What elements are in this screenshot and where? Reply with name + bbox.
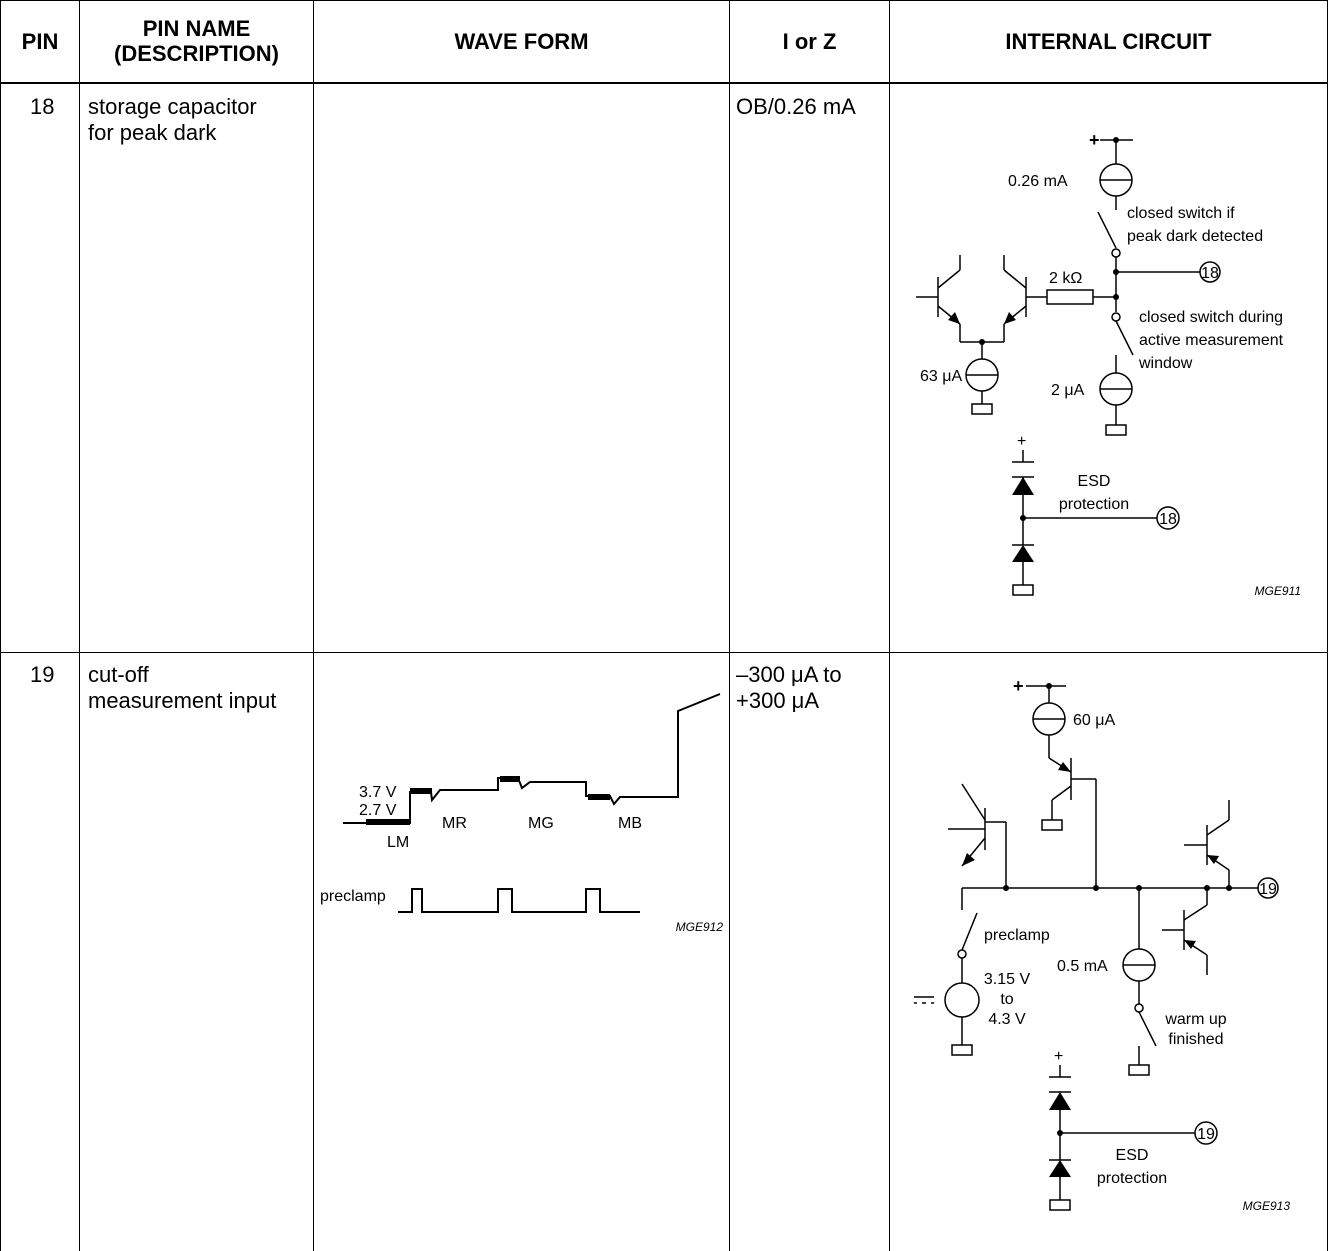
row18-name-line2: for peak dark: [88, 120, 217, 145]
c18-esd-line2: protection: [1059, 496, 1129, 513]
header-pin-name: PIN NAME (DESCRIPTION): [80, 0, 313, 82]
c18-supply: +: [1089, 130, 1100, 150]
c18-switch-bottom-line2: active measurement: [1139, 332, 1284, 349]
c18-esd-supply: +: [1017, 433, 1026, 450]
col-border-iz: [889, 0, 890, 1251]
row-divider: [0, 652, 1328, 653]
header-pin-name-line2: (DESCRIPTION): [114, 41, 279, 66]
c19-switch2-line1: warm up: [1164, 1011, 1226, 1028]
w19-level-high: 3.7 V: [359, 784, 397, 801]
c19-source-top: 60 μA: [1073, 712, 1115, 729]
circuit-pin18: + 0.26 mA closed switch if peak dark det…: [916, 130, 1301, 598]
c18-pin-ref: 18: [1201, 265, 1219, 282]
header-internal-circuit: INTERNAL CIRCUIT: [1005, 28, 1212, 54]
col-border-name: [313, 0, 314, 1251]
c18-switch-top-line2: peak dark detected: [1127, 228, 1263, 245]
c19-figure-code: MGE913: [1243, 1199, 1291, 1213]
c18-tail-source: 63 μA: [920, 368, 962, 385]
c19-voltage-line2: to: [1000, 991, 1013, 1008]
c18-resistor: 2 kΩ: [1049, 270, 1082, 287]
c19-sink-source: 0.5 mA: [1057, 958, 1108, 975]
c18-switch-top-line1: closed switch if: [1127, 205, 1235, 222]
w19-label-mr: MR: [442, 815, 467, 832]
w19-label-mb: MB: [618, 815, 642, 832]
w19-label-lm: LM: [387, 834, 409, 851]
row18-name-line1: storage capacitor: [88, 94, 257, 119]
table-top-border: [0, 0, 1328, 1]
row19-i-or-z: –300 μA to +300 μA: [736, 662, 842, 714]
c19-esd-supply: +: [1054, 1048, 1063, 1065]
w19-figure-code: MGE912: [676, 920, 724, 934]
c18-esd-pin-ref: 18: [1159, 511, 1177, 528]
w19-label-mg: MG: [528, 815, 554, 832]
header-pin: PIN: [21, 28, 59, 54]
row19-name: cut-off measurement input: [88, 662, 276, 714]
col-border-wave: [729, 0, 730, 1251]
c18-switch-bottom-line3: window: [1138, 355, 1193, 372]
col-border-pin: [79, 0, 80, 1251]
row19-i-or-z-line1: –300 μA to: [736, 662, 842, 687]
c19-voltage-line1: 3.15 V: [984, 971, 1031, 988]
header-pin-name-line1: PIN NAME: [142, 16, 251, 41]
c19-switch-label: preclamp: [984, 927, 1050, 944]
circuit-pin19: + 60 μA 19 preclamp 3.15 V to 4.3 V 0.5 …: [914, 676, 1291, 1213]
c18-figure-code: MGE911: [1255, 584, 1301, 598]
row19-name-line1: cut-off: [88, 662, 149, 687]
row18-pin: 18: [30, 94, 55, 119]
header-bottom-border: [0, 82, 1328, 84]
c19-esd-pin-ref: 19: [1197, 1126, 1215, 1143]
c18-bottom-source: 2 μA: [1051, 382, 1085, 399]
row18-i-or-z: OB/0.26 mA: [736, 94, 856, 119]
row19-pin: 19: [30, 662, 55, 687]
col-border-left: [0, 0, 1, 1251]
w19-label-preclamp: preclamp: [320, 888, 386, 905]
c19-switch2-line2: finished: [1168, 1031, 1223, 1048]
header-wave-form: WAVE FORM: [454, 28, 589, 54]
c18-source-top: 0.26 mA: [1008, 173, 1068, 190]
c18-esd-line1: ESD: [1078, 473, 1111, 490]
header-i-or-z: I or Z: [782, 28, 837, 54]
row19-i-or-z-line2: +300 μA: [736, 688, 820, 713]
c19-esd-line1: ESD: [1116, 1147, 1149, 1164]
waveform-pin19: 3.7 V 2.7 V LM MR MG MB preclamp MGE912: [320, 693, 724, 934]
row18-name: storage capacitor for peak dark: [88, 94, 257, 146]
w19-level-low: 2.7 V: [359, 802, 397, 819]
c19-voltage-line3: 4.3 V: [988, 1011, 1026, 1028]
c19-supply: +: [1013, 676, 1024, 696]
c19-esd-line2: protection: [1097, 1170, 1167, 1187]
c18-switch-bottom-line1: closed switch during: [1139, 309, 1283, 326]
c19-pin-ref: 19: [1259, 881, 1277, 898]
row19-name-line2: measurement input: [88, 688, 277, 713]
